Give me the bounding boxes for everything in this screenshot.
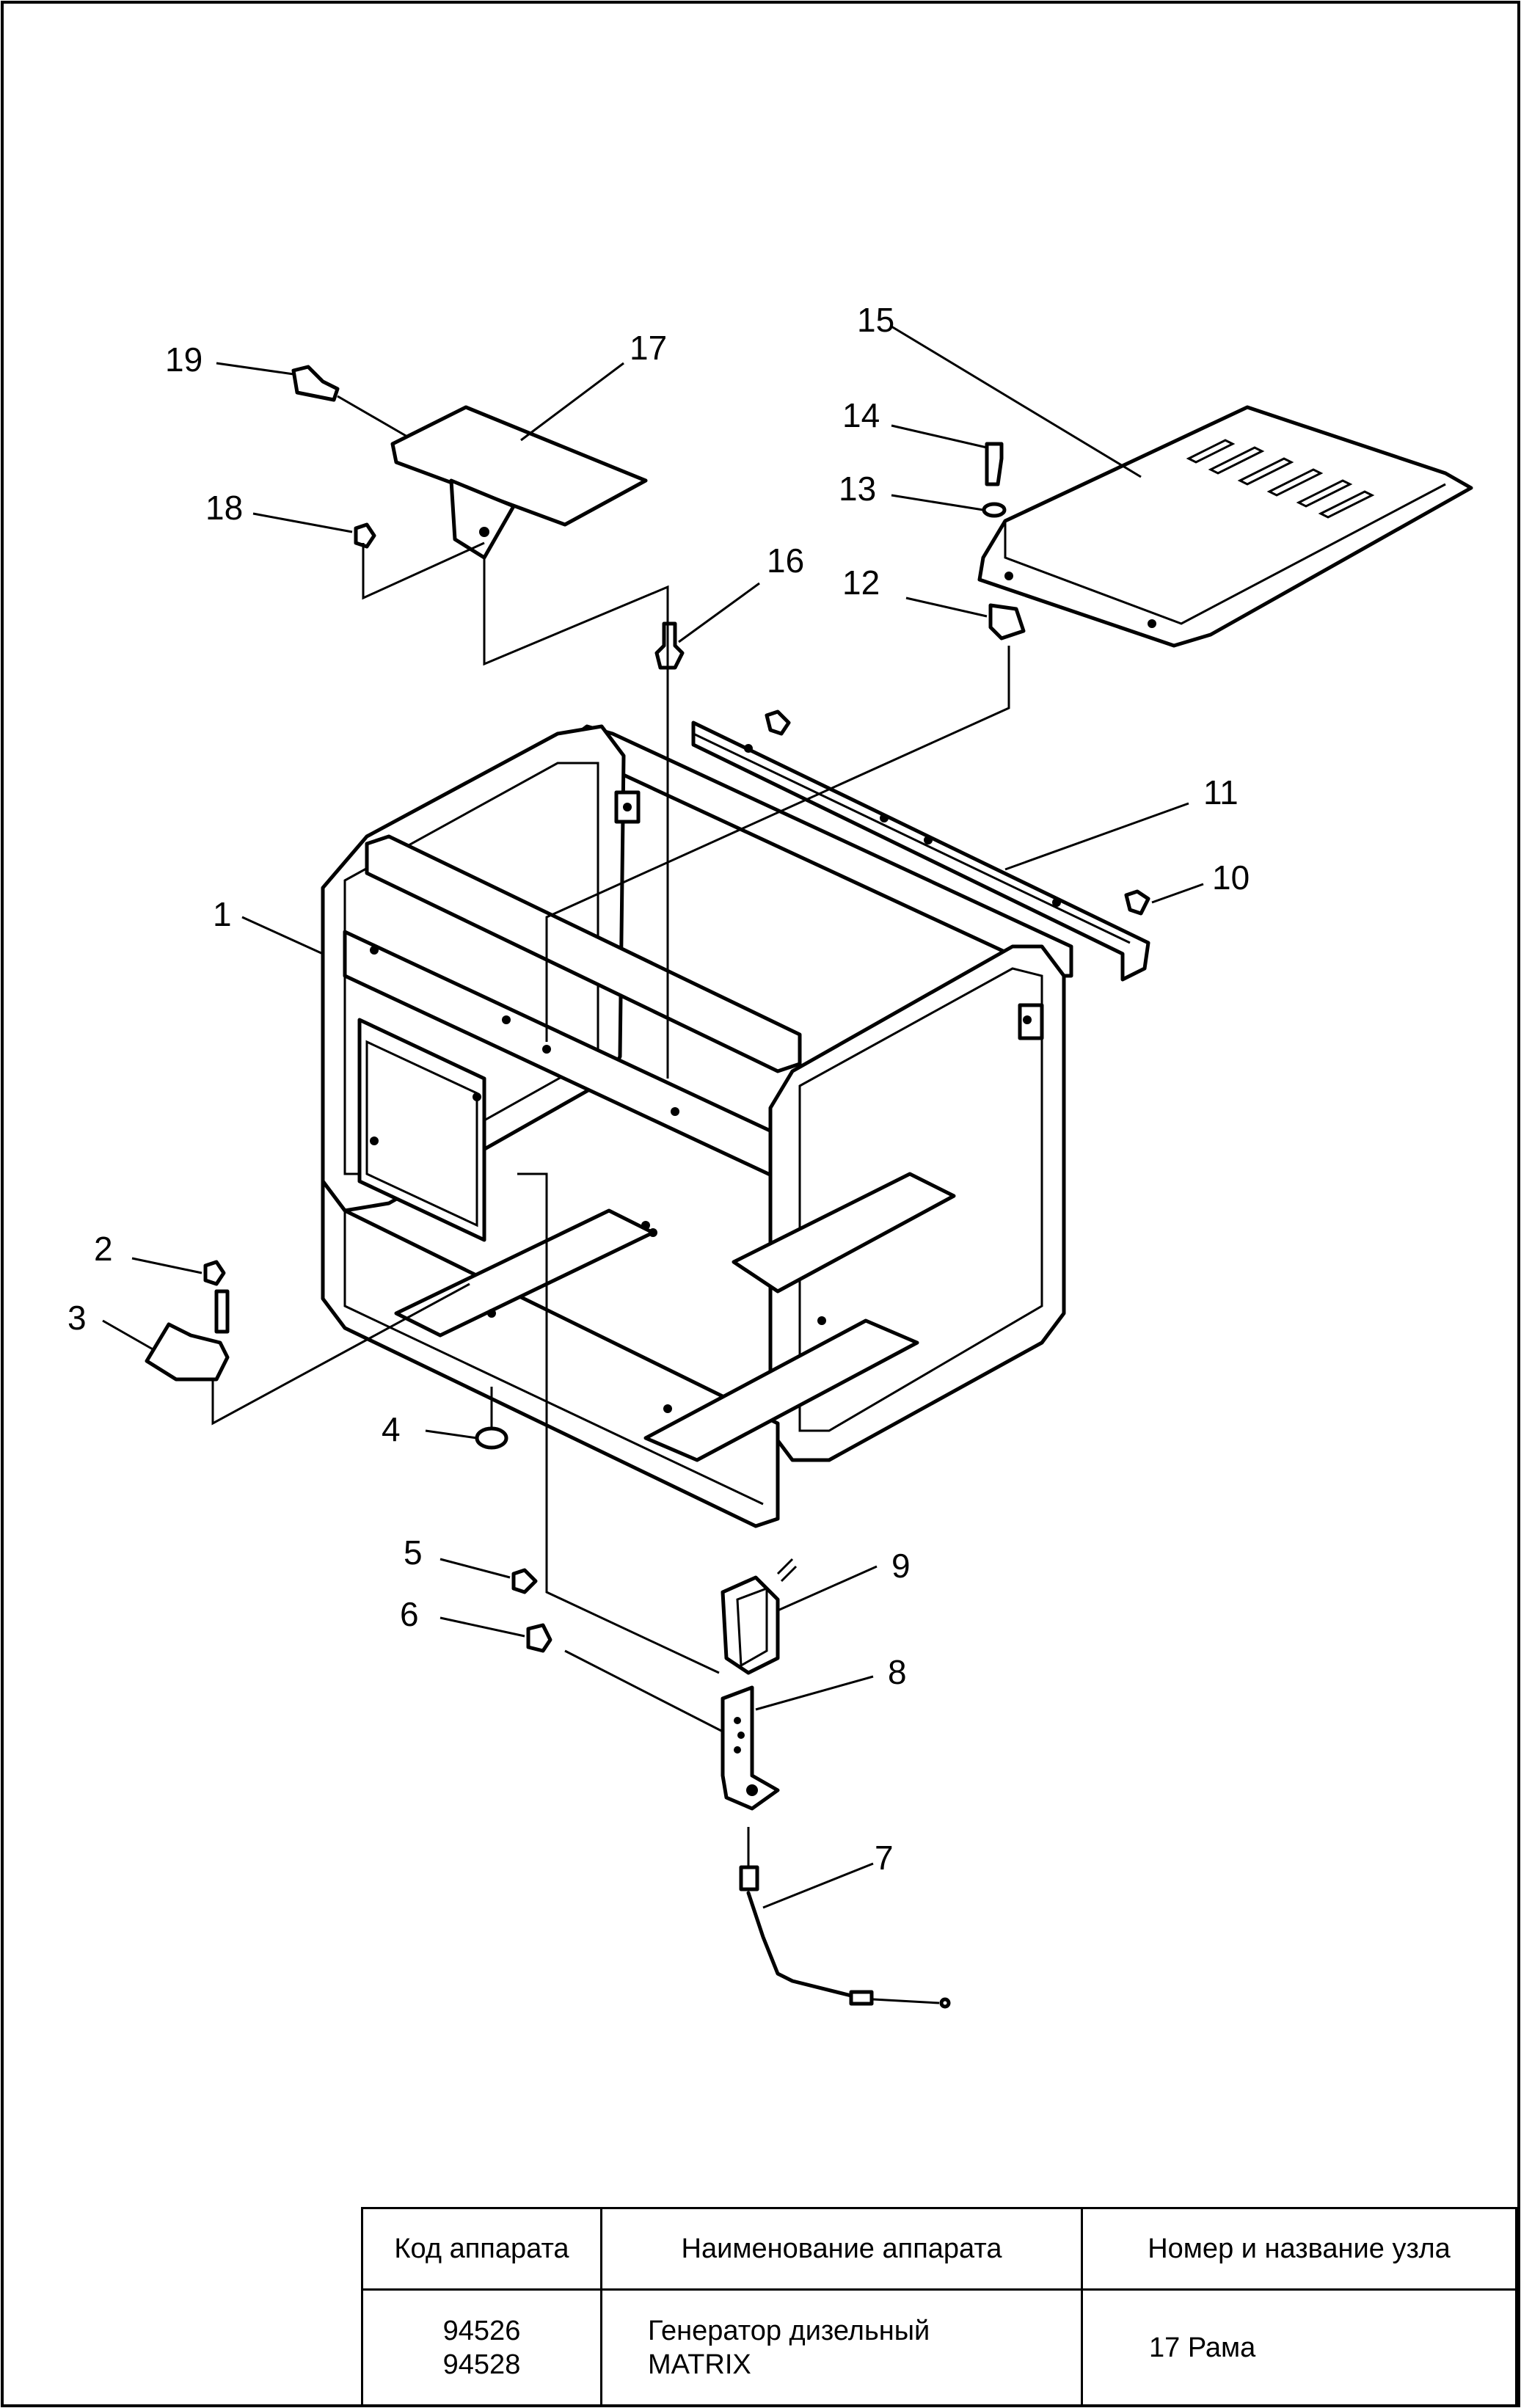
callout-17: 17 [630, 329, 667, 367]
switch-part-9 [721, 1558, 798, 1675]
device-name-line-2: MATRIX [648, 2349, 751, 2380]
cell-device-codes: 94526 94528 [361, 2288, 602, 2407]
table-header-row: Код аппарата Наименование аппарата Номер… [361, 2207, 1517, 2291]
callout-16: 16 [767, 541, 804, 580]
callout-18: 18 [205, 489, 243, 527]
callout-2: 2 [94, 1230, 113, 1268]
tray-part-17 [390, 405, 648, 560]
header-device-code: Код аппарата [361, 2207, 602, 2291]
callout-19: 19 [165, 340, 203, 379]
callout-3: 3 [68, 1299, 87, 1337]
callout-1: 1 [213, 895, 232, 933]
callout-9: 9 [891, 1547, 911, 1585]
callout-10: 10 [1212, 858, 1250, 897]
frame-part-1 [321, 724, 1073, 1528]
callout-14: 14 [842, 396, 880, 434]
callout-7: 7 [875, 1839, 894, 1877]
device-code-2: 94528 [442, 2349, 521, 2380]
cell-device-name: Генератор дизельный MATRIX [600, 2288, 1083, 2407]
callout-15: 15 [857, 301, 894, 339]
callout-4: 4 [382, 1410, 401, 1448]
header-device-name: Наименование аппарата [600, 2207, 1083, 2291]
cover-part-15 [977, 405, 1473, 648]
callout-leaders [102, 325, 1204, 1909]
cable-part-7 [739, 1827, 951, 2009]
callout-6: 6 [400, 1595, 419, 1633]
callout-12: 12 [842, 563, 880, 602]
callout-11: 11 [1203, 773, 1239, 811]
callout-13: 13 [839, 470, 876, 508]
table-row: 94526 94528 Генератор дизельный MATRIX 1… [361, 2288, 1517, 2407]
device-code-1: 94526 [442, 2316, 521, 2346]
device-name-line-1: Генератор дизельный [648, 2316, 930, 2346]
rail-part-11 [691, 720, 1150, 982]
title-block-table: Код аппарата Наименование аппарата Номер… [361, 2207, 1517, 2407]
callout-numbers: 1 2 3 4 5 6 7 8 9 10 11 12 13 14 15 16 1… [68, 301, 1250, 1877]
callout-8: 8 [888, 1653, 907, 1691]
assembly-lines [211, 541, 1010, 1733]
bracket-part-8 [721, 1685, 780, 1811]
header-assembly: Номер и название узла [1081, 2207, 1517, 2291]
cell-assembly: 17 Рама [1081, 2288, 1517, 2407]
callout-5: 5 [404, 1533, 423, 1572]
